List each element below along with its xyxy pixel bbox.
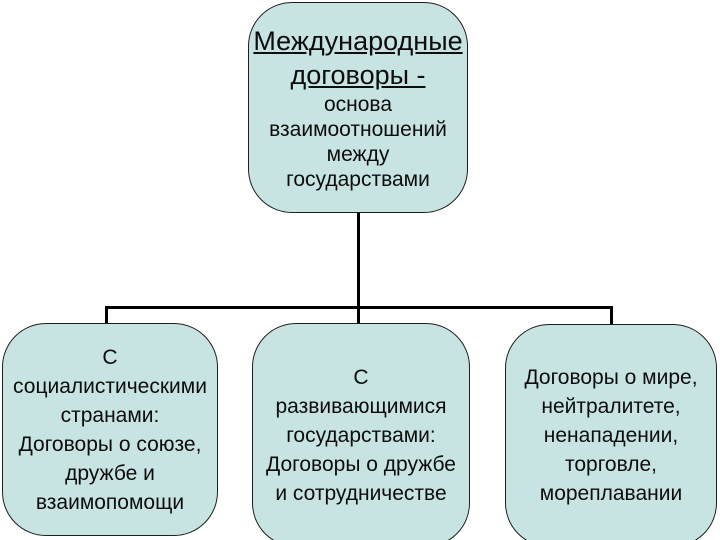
connector-stub-right bbox=[610, 308, 613, 325]
child-node-text: Договоры о мире, нейтралитете, ненападен… bbox=[524, 366, 698, 505]
child-node-socialist-countries: С социалистическими странами: Договоры о… bbox=[2, 323, 218, 536]
child-node-text: С развивающимися государствами: Договоры… bbox=[266, 365, 456, 505]
root-node-international-treaties: Международные договоры - основа взаимоот… bbox=[248, 2, 468, 213]
connector-stub-left bbox=[105, 308, 108, 325]
child-node-developing-states: С развивающимися государствами: Договоры… bbox=[252, 323, 470, 540]
root-node-subtitle: основа взаимоотношений между государства… bbox=[269, 92, 447, 191]
root-node-title: Международные договоры - bbox=[253, 25, 463, 90]
connector-stub-center bbox=[357, 308, 360, 325]
child-node-peace-treaties: Договоры о мире, нейтралитете, ненападен… bbox=[505, 324, 717, 540]
child-node-text: С социалистическими странами: Договоры о… bbox=[13, 345, 207, 514]
connector-trunk bbox=[357, 211, 360, 309]
connector-crossbar bbox=[105, 306, 613, 309]
